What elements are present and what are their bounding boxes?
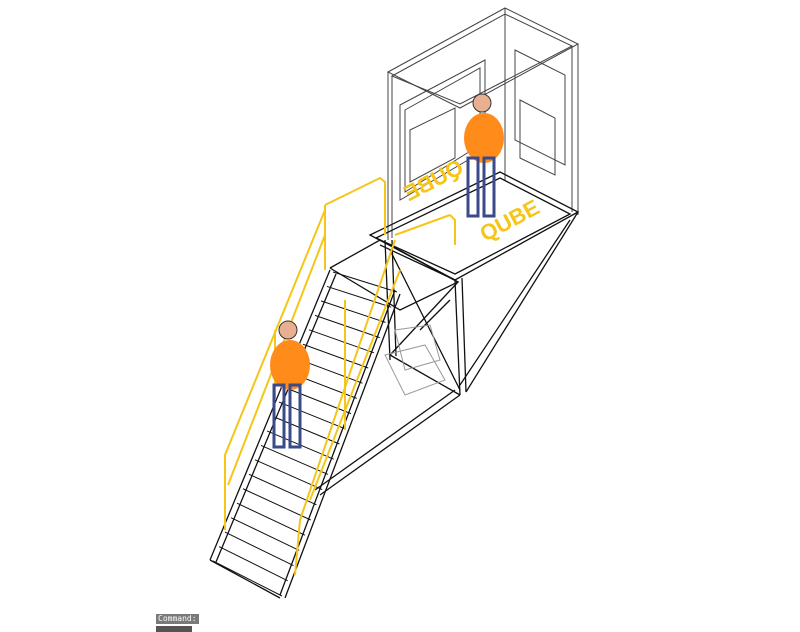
signage-text-right: QUBE <box>476 195 544 247</box>
stair-tread <box>308 329 375 354</box>
stair-tread <box>236 502 306 536</box>
command-prompt: Command: <box>156 614 199 624</box>
stair-treads <box>212 271 398 597</box>
stair-tread <box>326 285 392 308</box>
stair-tread <box>224 531 294 567</box>
command-input[interactable] <box>156 626 192 632</box>
stair-tread <box>242 488 311 521</box>
stair-railing <box>224 176 456 576</box>
equipment <box>384 324 446 396</box>
person-upper <box>464 93 504 218</box>
stair-tread <box>212 560 283 597</box>
stair-tread <box>284 387 352 415</box>
stair-tread <box>302 343 369 369</box>
stair-tread <box>314 314 380 339</box>
stair-tread <box>320 300 386 323</box>
person-lower <box>270 320 310 449</box>
stair-tread <box>218 546 288 582</box>
stair-tread <box>248 473 317 506</box>
stair-tread <box>332 271 398 293</box>
stair-tread <box>230 517 300 551</box>
